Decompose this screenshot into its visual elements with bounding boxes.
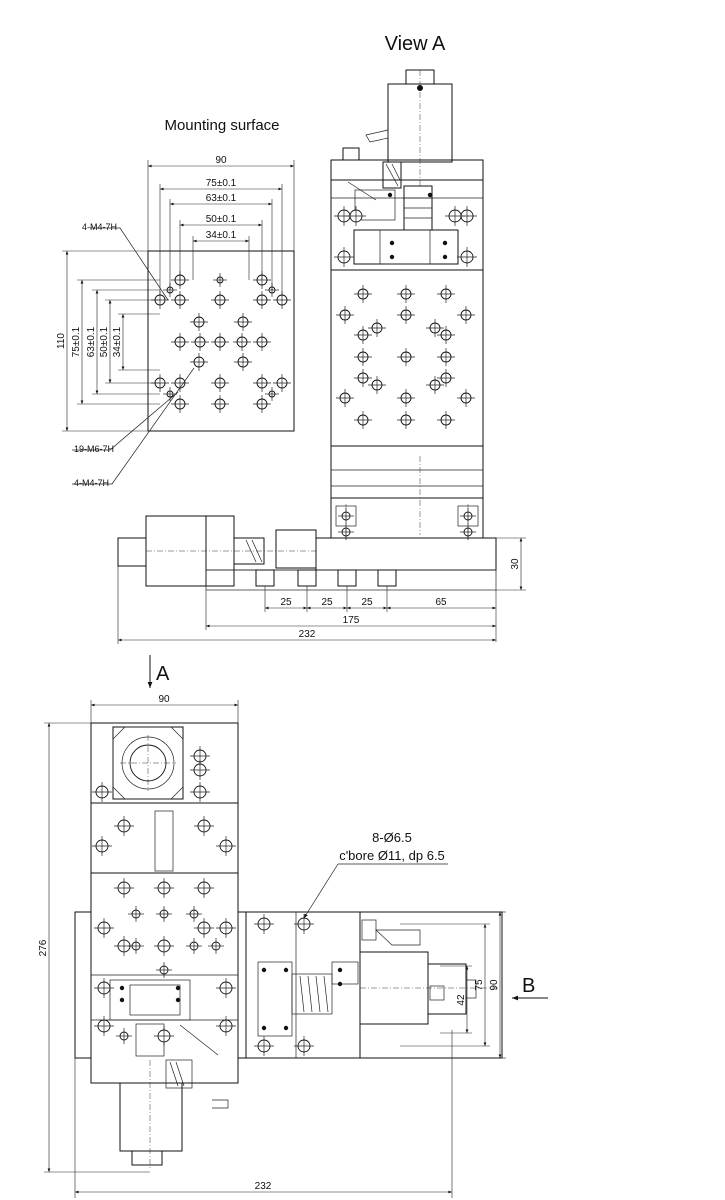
m4-top-callout: 4-M4-7H <box>82 222 117 232</box>
hole-center-dot <box>175 985 181 991</box>
dim-top-232: 232 <box>255 1181 272 1192</box>
mounting-horizontal-dims: 90 75±0.1 63±0.1 50±0.1 34±0.1 <box>147 155 295 295</box>
arrow-b: B <box>512 975 548 1001</box>
top-view-dims: 90 276 232 90 75 42 <box>38 694 506 1198</box>
hole-center-dot <box>175 997 181 1003</box>
hole-center-dot <box>283 967 289 973</box>
hole-center-dot <box>389 240 395 246</box>
mounting-holes <box>151 271 291 413</box>
hole-center-dot <box>337 981 343 987</box>
dim-right-42: 42 <box>456 994 467 1006</box>
holes-callout-line1: 8-Ø6.5 <box>372 830 412 845</box>
top-view <box>74 722 503 1170</box>
dim-25-c: 25 <box>361 597 373 608</box>
side-view-stage <box>117 515 497 591</box>
dim-width-90: 90 <box>215 155 227 166</box>
dim-63: 63±0.1 <box>206 193 237 204</box>
dim-25-b: 25 <box>321 597 333 608</box>
hole-center-dot <box>261 1025 267 1031</box>
m6-callout: 19-M6-7H <box>74 444 114 454</box>
hole-center-dot <box>119 985 125 991</box>
dim-right-90: 90 <box>489 979 500 991</box>
dim-v75: 75±0.1 <box>71 326 82 357</box>
dim-75: 75±0.1 <box>206 178 237 189</box>
dim-50: 50±0.1 <box>206 214 237 225</box>
hole-center-dot <box>389 254 395 260</box>
dim-34: 34±0.1 <box>206 230 237 241</box>
mounting-surface-title: Mounting surface <box>164 117 279 134</box>
arrow-a: A <box>147 655 170 688</box>
dim-v34: 34±0.1 <box>112 326 123 357</box>
arrow-b-label: B <box>522 975 535 997</box>
side-view-dims: 25 25 25 65 175 232 30 <box>117 537 526 644</box>
dim-232-side: 232 <box>299 629 316 640</box>
dim-right-75: 75 <box>474 979 485 991</box>
view-a-stage <box>330 69 484 540</box>
dim-110: 110 <box>56 333 67 349</box>
arrow-a-label: A <box>156 663 170 685</box>
hole-center-dot <box>283 1025 289 1031</box>
hole-center-dot <box>387 192 393 198</box>
counterbore-callout: 8-Ø6.5 c'bore Ø11, dp 6.5 <box>303 830 448 919</box>
dim-276: 276 <box>38 939 49 956</box>
view-a-title: View A <box>385 33 446 55</box>
top-view-holes <box>92 746 343 1056</box>
dim-175: 175 <box>343 615 360 626</box>
holes-callout-line2: c'bore Ø11, dp 6.5 <box>339 848 445 863</box>
hole-center-dot <box>442 240 448 246</box>
mounting-surface-plate: 4-M4-7H 19-M6-7H 4-M4-7H <box>72 222 295 488</box>
mounting-vertical-dims: 110 75±0.1 63±0.1 50±0.1 34±0.1 <box>56 250 160 432</box>
dim-v50: 50±0.1 <box>99 326 110 357</box>
dim-30: 30 <box>510 558 521 570</box>
hole-center-dot <box>337 967 343 973</box>
carriage-holes <box>334 192 477 540</box>
m4-bottom-callout: 4-M4-7H <box>74 478 109 488</box>
hole-center-dot <box>261 967 267 973</box>
hole-center-dot <box>427 192 433 198</box>
dim-top-90: 90 <box>158 694 170 705</box>
dim-25-a: 25 <box>280 597 292 608</box>
hole-center-dot <box>442 254 448 260</box>
dim-v63: 63±0.1 <box>86 326 97 357</box>
dim-65: 65 <box>435 597 447 608</box>
hole-center-dot <box>119 997 125 1003</box>
